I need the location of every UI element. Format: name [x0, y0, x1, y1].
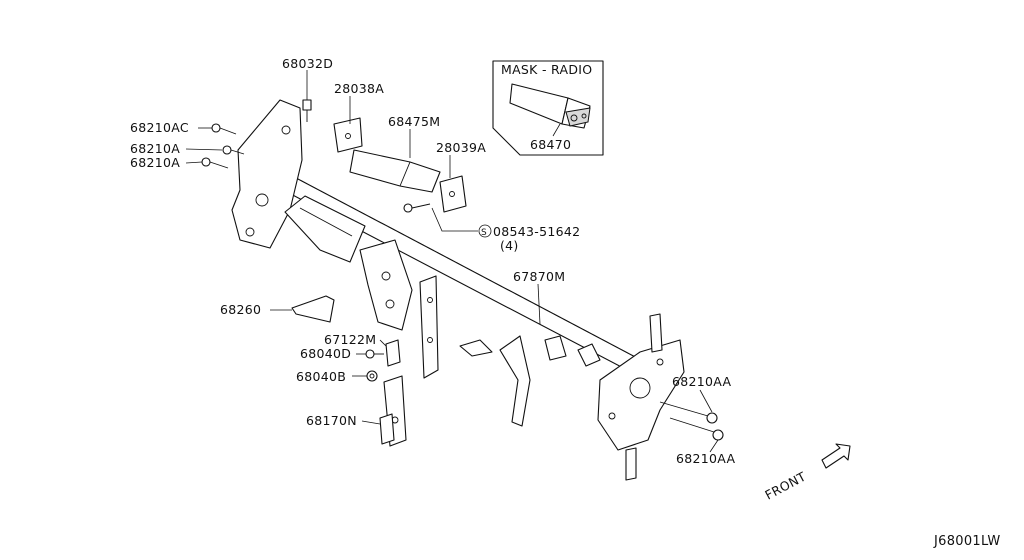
callout-08543-text: 08543-51642: [493, 224, 580, 239]
bolt-68210A-lower: [201, 157, 229, 169]
screw-symbol-letter: S: [481, 228, 487, 238]
callout-68210AA-lower: 68210AA: [676, 451, 735, 466]
callout-68210A-upper: 68210A: [130, 141, 180, 156]
bolt-68210AA-lower: [669, 417, 724, 441]
callout-68032D: 68032D: [282, 56, 333, 71]
callout-68470: 68470: [530, 137, 571, 152]
callout-67870M: 67870M: [513, 269, 565, 284]
callout-68210A-lower: 68210A: [130, 155, 180, 170]
callout-68040B: 68040B: [296, 369, 346, 384]
callout-68040D: 68040D: [300, 346, 351, 361]
callout-quantity: (4): [500, 238, 519, 253]
inset-mask-radio: MASK - RADIO 68470: [492, 60, 604, 156]
bolt-68210A-upper: [222, 145, 245, 155]
callout-68210AA-upper: 68210AA: [672, 374, 731, 389]
callout-68475M: 68475M: [388, 114, 440, 129]
bolt-68032D: [302, 99, 312, 122]
part-28038A: [333, 117, 363, 153]
callout-67122M: 67122M: [324, 332, 376, 347]
part-68170N: [379, 413, 395, 445]
part-67122M: [385, 339, 401, 367]
nut-68040B: [366, 370, 378, 382]
part-68260: [291, 295, 335, 323]
bolt-68040D: [365, 349, 384, 359]
bolt-68210AA-upper: [659, 401, 718, 424]
part-28039A: [439, 175, 467, 213]
diagram-code: J68001LW: [933, 534, 1001, 549]
callout-28039A: 28039A: [436, 140, 486, 155]
steering-member-assembly: [231, 99, 685, 481]
inset-title: MASK - RADIO: [501, 62, 592, 77]
callout-68210AC: 68210AC: [130, 120, 189, 135]
screw-08543-51642: [403, 203, 431, 213]
screw-symbol-icon: [478, 224, 492, 238]
front-indicator: FRONT: [762, 443, 851, 503]
leader-lines: [185, 70, 719, 453]
callout-08543-51642: S 08543-51642 (4): [478, 224, 580, 253]
bolt-68210AC: [211, 123, 237, 135]
radio-mask-part: [509, 83, 591, 129]
part-68475M: [349, 149, 441, 193]
callout-28038A: 28038A: [334, 81, 384, 96]
callout-68260: 68260: [220, 302, 261, 317]
front-arrow-icon: [821, 443, 851, 469]
callout-68170N: 68170N: [306, 413, 357, 428]
front-label: FRONT: [762, 469, 808, 503]
